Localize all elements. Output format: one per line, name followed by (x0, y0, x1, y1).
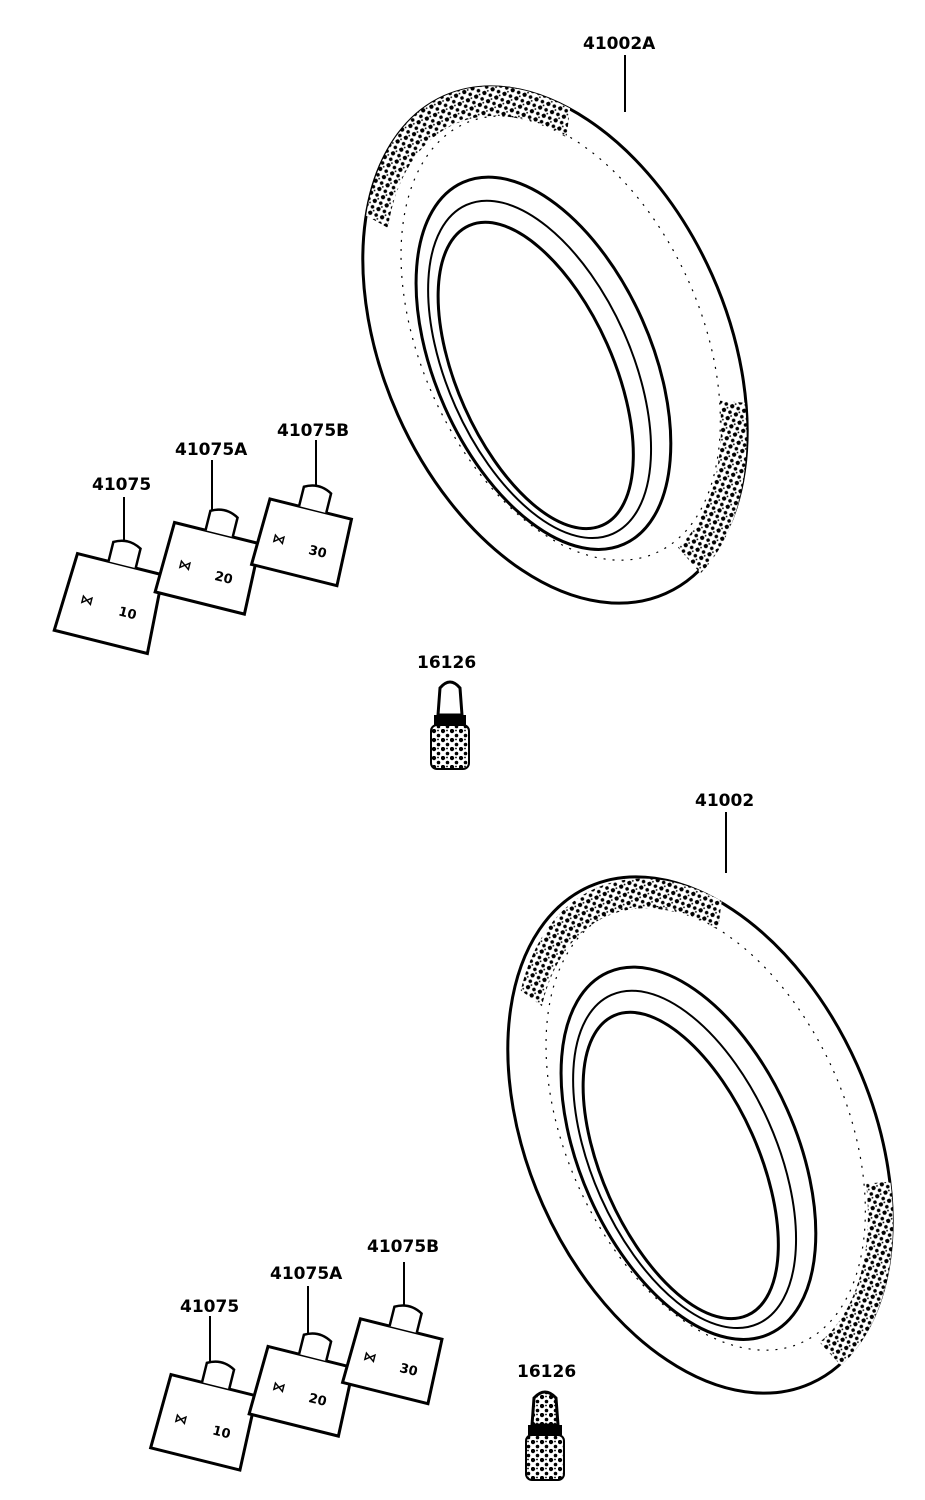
weight-logo-icon: ⋈ (173, 1411, 189, 1429)
weight-logo-icon: ⋈ (177, 557, 193, 575)
valve-16126-upper: 16126 (417, 653, 476, 770)
balance-weight-41075-upper: 41075 ⋈ 10 (52, 475, 165, 656)
weight-mark-30: 30 (398, 1361, 419, 1380)
balance-weight-41075a-upper: 41075A ⋈ 20 (153, 440, 262, 616)
tire-41002a: 41002A (361, 34, 749, 605)
balance-weight-41075a-lower: 41075A ⋈ 20 (247, 1264, 356, 1438)
weight-mark-20: 20 (213, 569, 234, 588)
weight-logo-icon: ⋈ (271, 531, 287, 549)
balance-weight-41075b-lower: 41075B ⋈ 30 (340, 1237, 444, 1406)
part-label-41075a-upper: 41075A (175, 440, 248, 460)
weight-mark-10: 10 (211, 1424, 232, 1443)
weight-mark-30: 30 (307, 543, 328, 562)
weight-logo-icon: ⋈ (79, 592, 95, 610)
part-label-41002: 41002 (695, 791, 754, 811)
balance-weight-41075b-upper: 41075B ⋈ 30 (249, 421, 354, 588)
weight-logo-icon: ⋈ (271, 1379, 287, 1397)
part-label-16126-lower: 16126 (517, 1362, 576, 1382)
weight-mark-10: 10 (117, 605, 138, 624)
part-label-41075b-upper: 41075B (277, 421, 349, 441)
weight-mark-20: 20 (307, 1391, 328, 1410)
weight-logo-icon: ⋈ (362, 1349, 378, 1367)
part-label-16126-upper: 16126 (417, 653, 476, 673)
valve-16126-lower: 16126 (517, 1362, 576, 1481)
tire-41002: 41002 (506, 791, 894, 1395)
part-label-41075a-lower: 41075A (270, 1264, 343, 1284)
part-label-41075-lower: 41075 (180, 1297, 239, 1317)
part-label-41002a: 41002A (583, 34, 656, 54)
part-label-41075-upper: 41075 (92, 475, 151, 495)
balance-weight-41075-lower: 41075 ⋈ 10 (148, 1297, 259, 1472)
part-label-41075b-lower: 41075B (367, 1237, 439, 1257)
